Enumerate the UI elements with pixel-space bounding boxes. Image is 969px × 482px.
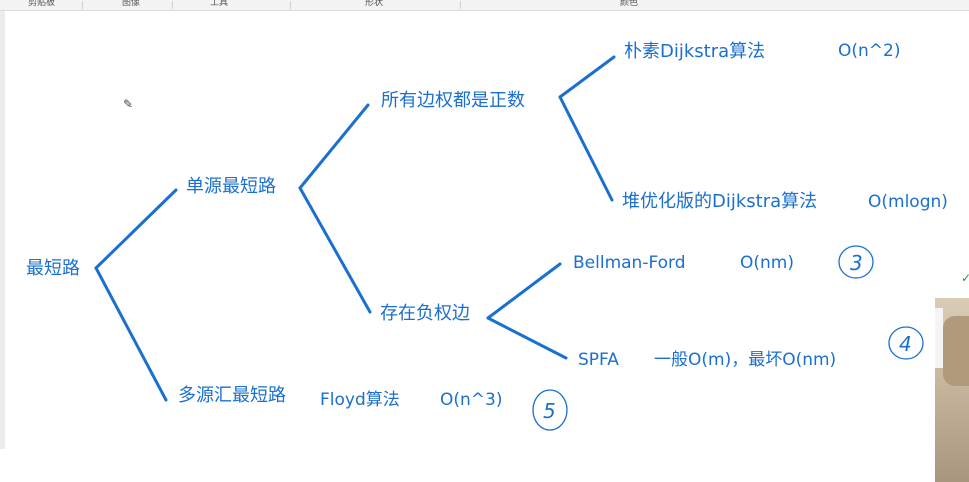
edge-root-single (94, 188, 178, 270)
edge-positive-naive (558, 55, 616, 99)
label-naive-dijkstra-complexity: O(n^2) (838, 41, 901, 61)
edge-negative-bellman (486, 262, 562, 320)
node-all-positive: 所有边权都是正数 (381, 90, 525, 111)
label-floyd-complexity: O(n^3) (440, 390, 503, 410)
pencil-icon: ✎ (123, 97, 134, 111)
node-bellman-ford: Bellman-Ford (573, 253, 686, 273)
node-spfa: SPFA (578, 350, 619, 370)
node-negative-edges: 存在负权边 (380, 303, 470, 324)
ribbon-divider (290, 1, 291, 9)
handwritten-circle-4 (888, 326, 924, 360)
ribbon-divider (172, 1, 173, 9)
edge-single-positive (298, 103, 370, 190)
node-multi-source: 多源汇最短路 (178, 385, 286, 406)
label-heap-dijkstra-complexity: O(mlogn) (868, 192, 948, 212)
node-root: 最短路 (26, 258, 80, 279)
edge-negative-spfa (486, 316, 568, 360)
label-floyd: Floyd算法 (320, 390, 400, 410)
edge-root-multi (94, 266, 168, 402)
webcam-light-area (935, 308, 943, 368)
handwritten-circle-5 (532, 389, 568, 431)
handwritten-number-5: 5 (543, 399, 556, 423)
node-single-source: 单源最短路 (186, 176, 276, 197)
webcam-overlay (935, 298, 969, 482)
canvas-left-border (0, 11, 5, 449)
node-heap-dijkstra: 堆优化版的Dijkstra算法 (622, 191, 818, 212)
ribbon-divider (82, 1, 83, 9)
ribbon-tab-colors[interactable]: 颜色 (620, 0, 639, 8)
handwritten-number-4: 4 (899, 332, 912, 356)
handwritten-circle-3 (838, 245, 874, 279)
ribbon-divider (460, 1, 461, 9)
canvas-bottom-area (0, 450, 969, 482)
label-bellman-ford-complexity: O(nm) (740, 253, 794, 273)
ribbon-tab-clipboard[interactable]: 剪贴板 (28, 0, 56, 8)
ribbon-toolbar: 剪贴板 图像 工具 形状 颜色 (0, 0, 969, 11)
leaf-icon: ✓ (961, 271, 969, 285)
label-spfa-complexity: 一般O(m)，最坏O(nm) (654, 350, 837, 370)
webcam-person (943, 316, 969, 386)
ribbon-tab-tools[interactable]: 工具 (210, 0, 229, 8)
node-naive-dijkstra: 朴素Dijkstra算法 (624, 41, 766, 62)
handwritten-number-3: 3 (850, 251, 863, 275)
edge-positive-heap (558, 95, 614, 202)
edge-single-negative (298, 186, 372, 314)
ribbon-tab-shapes[interactable]: 形状 (365, 0, 384, 8)
ribbon-tab-image[interactable]: 图像 (122, 0, 141, 8)
